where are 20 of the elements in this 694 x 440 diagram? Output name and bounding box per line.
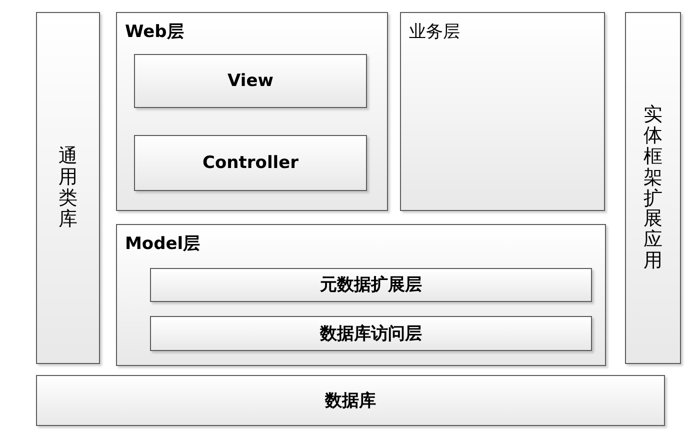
vertical-label: 实体框架扩展应用 [644, 104, 662, 272]
layer-box [116, 12, 388, 211]
layer-box [116, 224, 606, 366]
layer-title: 业务层 [409, 22, 460, 42]
module-box [134, 54, 367, 108]
module-box [150, 316, 592, 351]
module-box [134, 135, 367, 191]
vertical-label: 通用类库 [58, 146, 78, 230]
layer-label: 数据库访问层 [320, 324, 422, 344]
layer-box [400, 12, 605, 211]
layer-label: 元数据扩展层 [320, 275, 422, 295]
layer-box [36, 12, 100, 364]
layer-box [36, 375, 665, 426]
layer-title: Web层 [125, 22, 184, 42]
layer-label: View [228, 71, 274, 91]
layer-title: Model层 [125, 234, 200, 254]
layer-label: Controller [202, 153, 298, 173]
layer-box [625, 12, 681, 364]
module-box [150, 268, 592, 302]
layer-label: 数据库 [325, 390, 376, 410]
